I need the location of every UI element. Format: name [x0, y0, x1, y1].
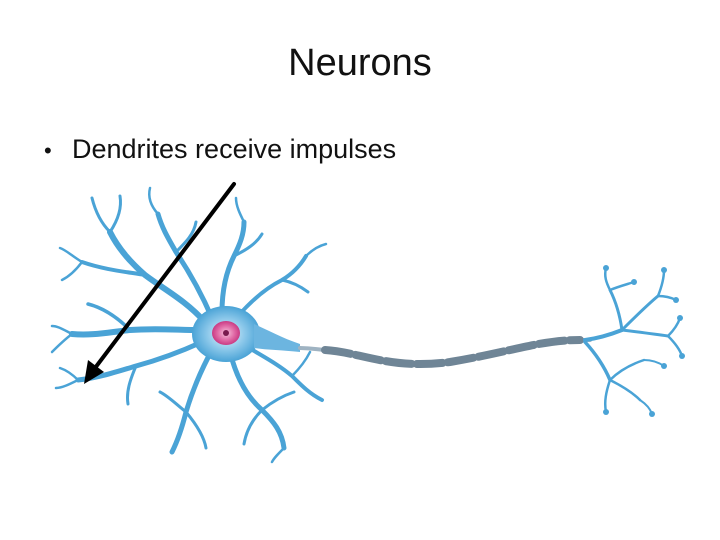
slide-title: Neurons [288, 42, 432, 84]
cell-body [192, 306, 300, 362]
bullet-marker: • [44, 138, 52, 163]
dendrites [50, 186, 328, 464]
nucleus [212, 321, 240, 345]
bullet-item: • Dendrites receive impulses [44, 134, 396, 165]
bullet-text: Dendrites receive impulses [72, 134, 397, 164]
synaptic-knobs [603, 265, 685, 417]
pointer-arrow [84, 182, 236, 384]
bullet-list: • Dendrites receive impulses [44, 134, 396, 165]
axon-terminals [583, 266, 684, 415]
axon [298, 336, 592, 369]
